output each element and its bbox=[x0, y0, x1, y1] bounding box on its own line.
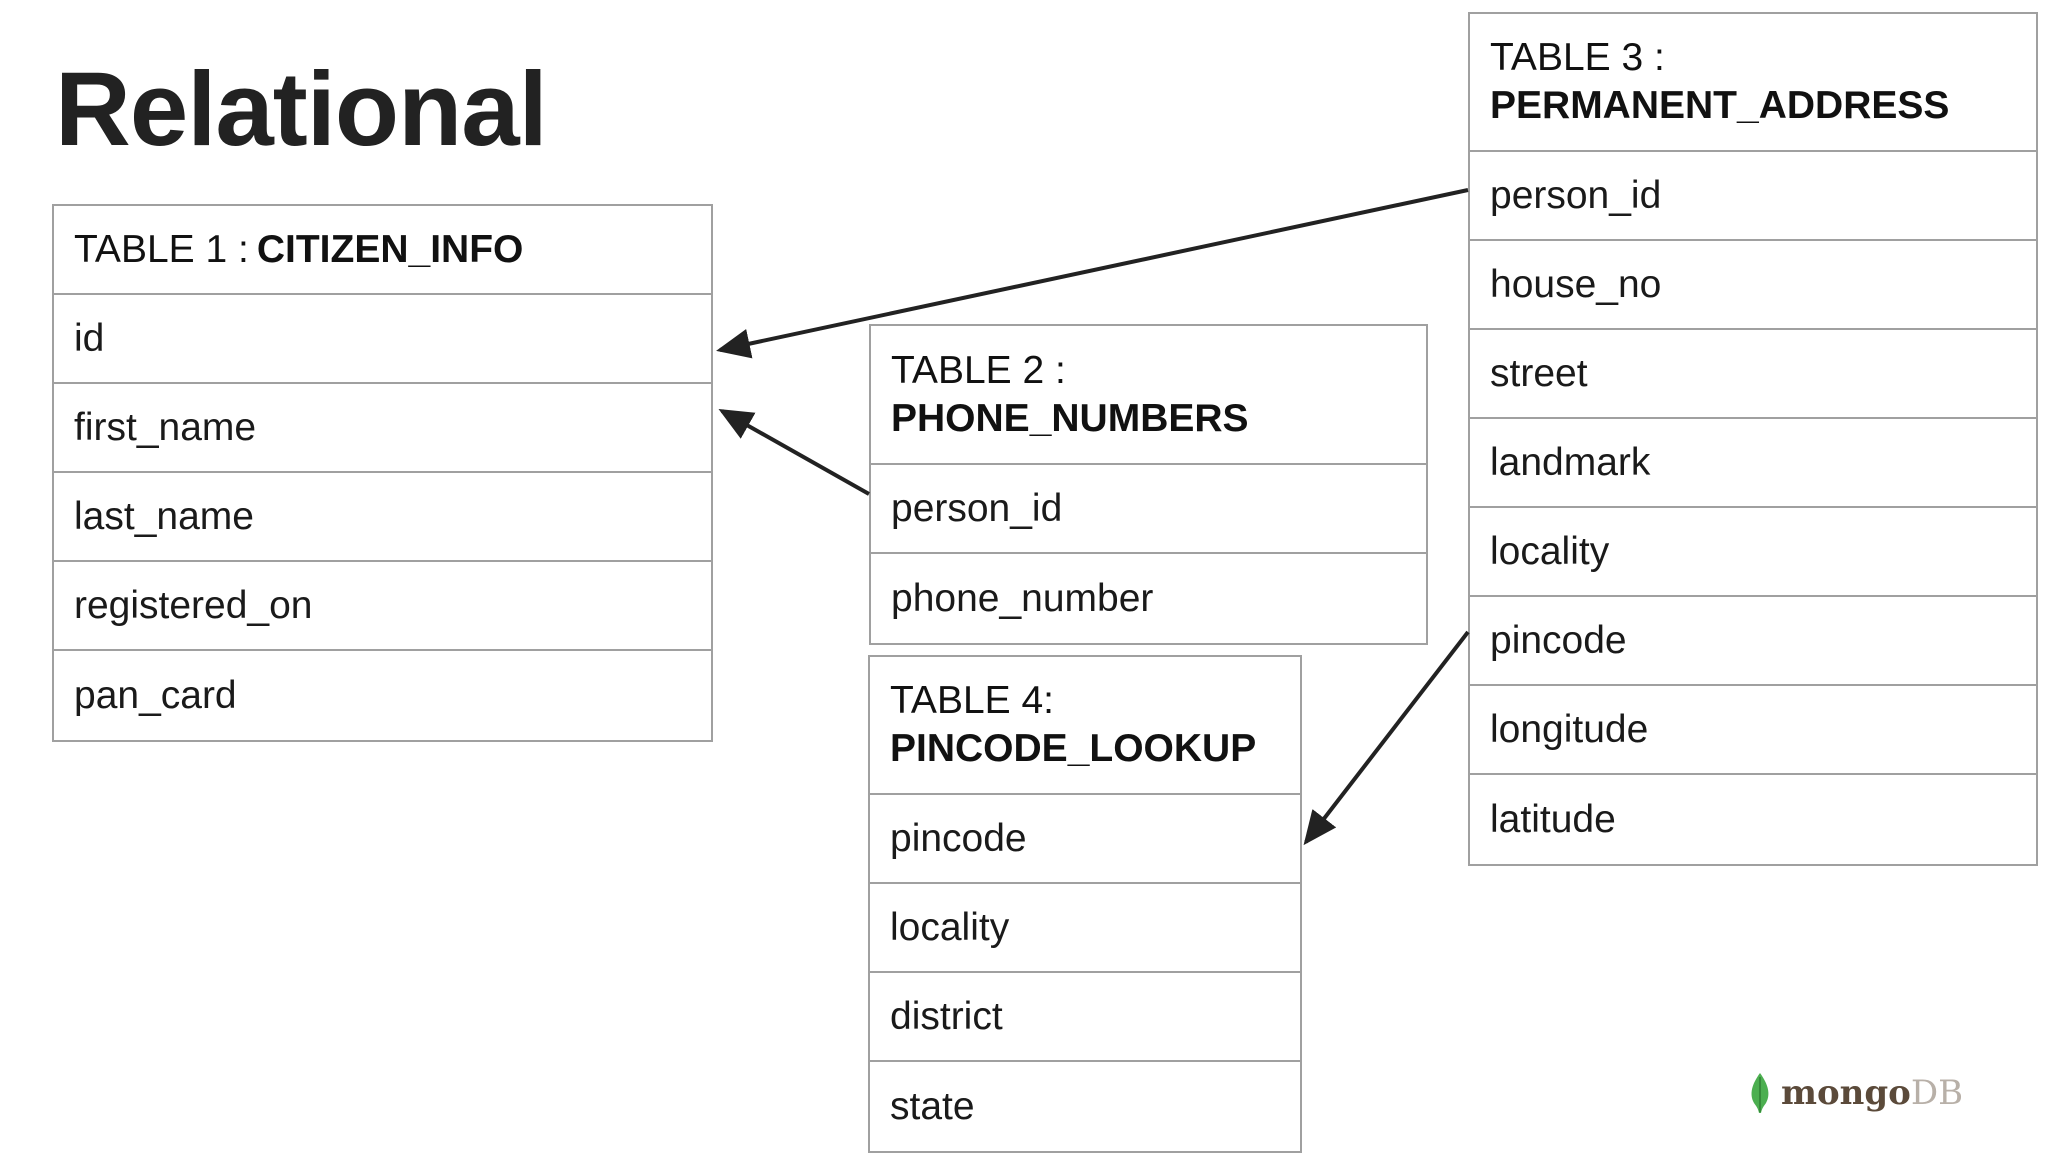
logo-text-db: DB bbox=[1910, 1073, 1964, 1113]
field-row: pincode bbox=[870, 795, 1300, 884]
field-row: pincode bbox=[1470, 597, 2036, 686]
table-label: TABLE 4: bbox=[890, 679, 1055, 723]
logo-text-main: mongo bbox=[1781, 1073, 1911, 1113]
field-row: locality bbox=[1470, 508, 2036, 597]
table-citizen-info: TABLE 1 : CITIZEN_INFO id first_name las… bbox=[52, 204, 713, 742]
table-label: TABLE 2 : bbox=[891, 348, 1066, 392]
field-row: district bbox=[870, 973, 1300, 1062]
field-row: locality bbox=[870, 884, 1300, 973]
table-phone-numbers: TABLE 2 : PHONE_NUMBERS person_id phone_… bbox=[869, 324, 1428, 645]
table-header: TABLE 1 : CITIZEN_INFO bbox=[54, 206, 711, 295]
slide-title: Relational bbox=[55, 51, 548, 168]
table-header: TABLE 2 : PHONE_NUMBERS bbox=[871, 326, 1426, 465]
table-permanent-address: TABLE 3 : PERMANENT_ADDRESS person_id ho… bbox=[1468, 12, 2038, 866]
table-label: TABLE 3 : bbox=[1490, 36, 1665, 80]
table-name: PINCODE_LOOKUP bbox=[890, 727, 1257, 770]
arrow-address-to-pincode bbox=[1303, 630, 1470, 846]
field-row: pan_card bbox=[74, 673, 237, 717]
table-name: PERMANENT_ADDRESS bbox=[1490, 84, 1950, 127]
field-row: person_id bbox=[1470, 152, 2036, 241]
table-name: CITIZEN_INFO bbox=[256, 227, 524, 271]
field-row: latitude bbox=[1490, 797, 1616, 841]
leaf-icon bbox=[1751, 1073, 1769, 1113]
mongodb-logo: mongoDB bbox=[1745, 1072, 1963, 1114]
field-row: id bbox=[54, 295, 711, 384]
field-row: person_id bbox=[871, 465, 1426, 554]
field-row: phone_number bbox=[891, 576, 1154, 620]
table-header: TABLE 4: PINCODE_LOOKUP bbox=[870, 657, 1300, 795]
field-row: landmark bbox=[1470, 419, 2036, 508]
field-row: house_no bbox=[1470, 241, 2036, 330]
field-row: registered_on bbox=[54, 562, 711, 651]
field-row: state bbox=[890, 1084, 975, 1128]
table-header: TABLE 3 : PERMANENT_ADDRESS bbox=[1470, 14, 2036, 152]
table-label: TABLE 1 : bbox=[74, 227, 249, 271]
table-name: PHONE_NUMBERS bbox=[891, 396, 1249, 440]
field-row: last_name bbox=[54, 473, 711, 562]
arrow-phone-to-citizen bbox=[718, 409, 870, 496]
field-row: street bbox=[1470, 330, 2036, 419]
logo-text: mongoDB bbox=[1781, 1073, 1963, 1113]
field-row: first_name bbox=[54, 384, 711, 473]
table-pincode-lookup: TABLE 4: PINCODE_LOOKUP pincode locality… bbox=[868, 655, 1302, 1153]
field-row: longitude bbox=[1470, 686, 2036, 775]
